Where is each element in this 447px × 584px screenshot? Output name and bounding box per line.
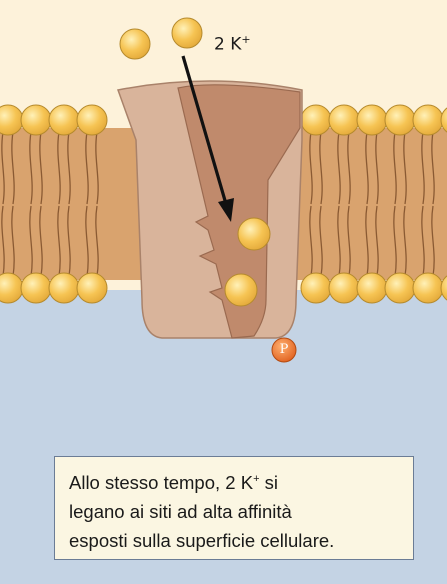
phospholipid-head xyxy=(77,105,107,135)
phospholipid-head xyxy=(77,273,107,303)
caption-line-1: Allo stesso tempo, 2 K+ si xyxy=(69,465,399,497)
phospholipid-head xyxy=(49,273,79,303)
phospholipid-head xyxy=(21,105,51,135)
caption-line-3: esposti sulla superficie cellulare. xyxy=(69,526,399,555)
phospholipid-head xyxy=(357,105,387,135)
phospholipid-head xyxy=(385,105,415,135)
caption-line-2: legano ai siti ad alta affinità xyxy=(69,497,399,526)
phospholipid-head xyxy=(301,105,331,135)
phospholipid-head xyxy=(357,273,387,303)
phospholipid-head xyxy=(329,105,359,135)
phosphate-label: P xyxy=(272,338,296,362)
potassium-ion-bound-1 xyxy=(238,218,270,250)
phospholipid-head xyxy=(329,273,359,303)
pump-protein xyxy=(118,81,302,338)
phospholipid-head xyxy=(49,105,79,135)
potassium-ion-free-1 xyxy=(120,29,150,59)
phospholipid-head xyxy=(413,105,443,135)
potassium-ion-free-2 xyxy=(172,18,202,48)
phospholipid-head xyxy=(21,273,51,303)
phospholipid-head xyxy=(301,273,331,303)
potassium-ion-bound-2 xyxy=(225,274,257,306)
potassium-label: 2 K+ xyxy=(214,33,251,55)
phospholipid-head xyxy=(385,273,415,303)
caption-box: Allo stesso tempo, 2 K+ si legano ai sit… xyxy=(54,456,414,560)
phospholipid-head xyxy=(413,273,443,303)
